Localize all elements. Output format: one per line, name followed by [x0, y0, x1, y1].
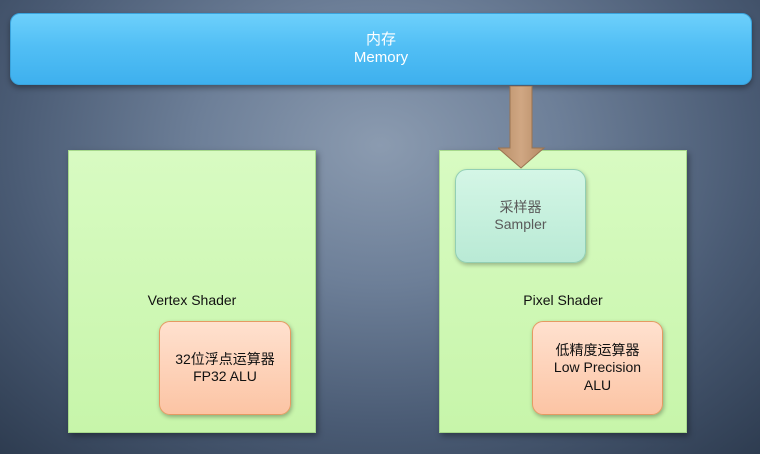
low-precision-alu-label-en2: ALU	[583, 376, 612, 393]
fp32-alu-label-en: FP32 ALU	[193, 368, 257, 384]
memory-to-sampler-arrow	[498, 86, 546, 169]
memory-label-en: Memory	[353, 49, 409, 66]
fp32-alu-label-cn: 32位浮点运算器	[175, 350, 275, 367]
memory-block: 内存 Memory	[10, 13, 752, 85]
low-precision-alu-label-cn: 低精度运算器	[555, 342, 640, 359]
sampler-label-cn: 采样器	[499, 198, 542, 215]
memory-label-cn: 内存	[365, 30, 396, 48]
fp32-alu-block: 32位浮点运算器 FP32 ALU	[159, 321, 291, 415]
pixel-shader-label: Pixel Shader	[523, 292, 603, 308]
low-precision-alu-label-en1: Low Precision	[553, 359, 642, 376]
sampler-block: 采样器 Sampler	[455, 169, 586, 263]
low-precision-alu-block: 低精度运算器 Low Precision ALU	[532, 321, 663, 415]
vertex-shader-label: Vertex Shader	[147, 292, 237, 308]
sampler-label-en: Sampler	[494, 216, 547, 232]
